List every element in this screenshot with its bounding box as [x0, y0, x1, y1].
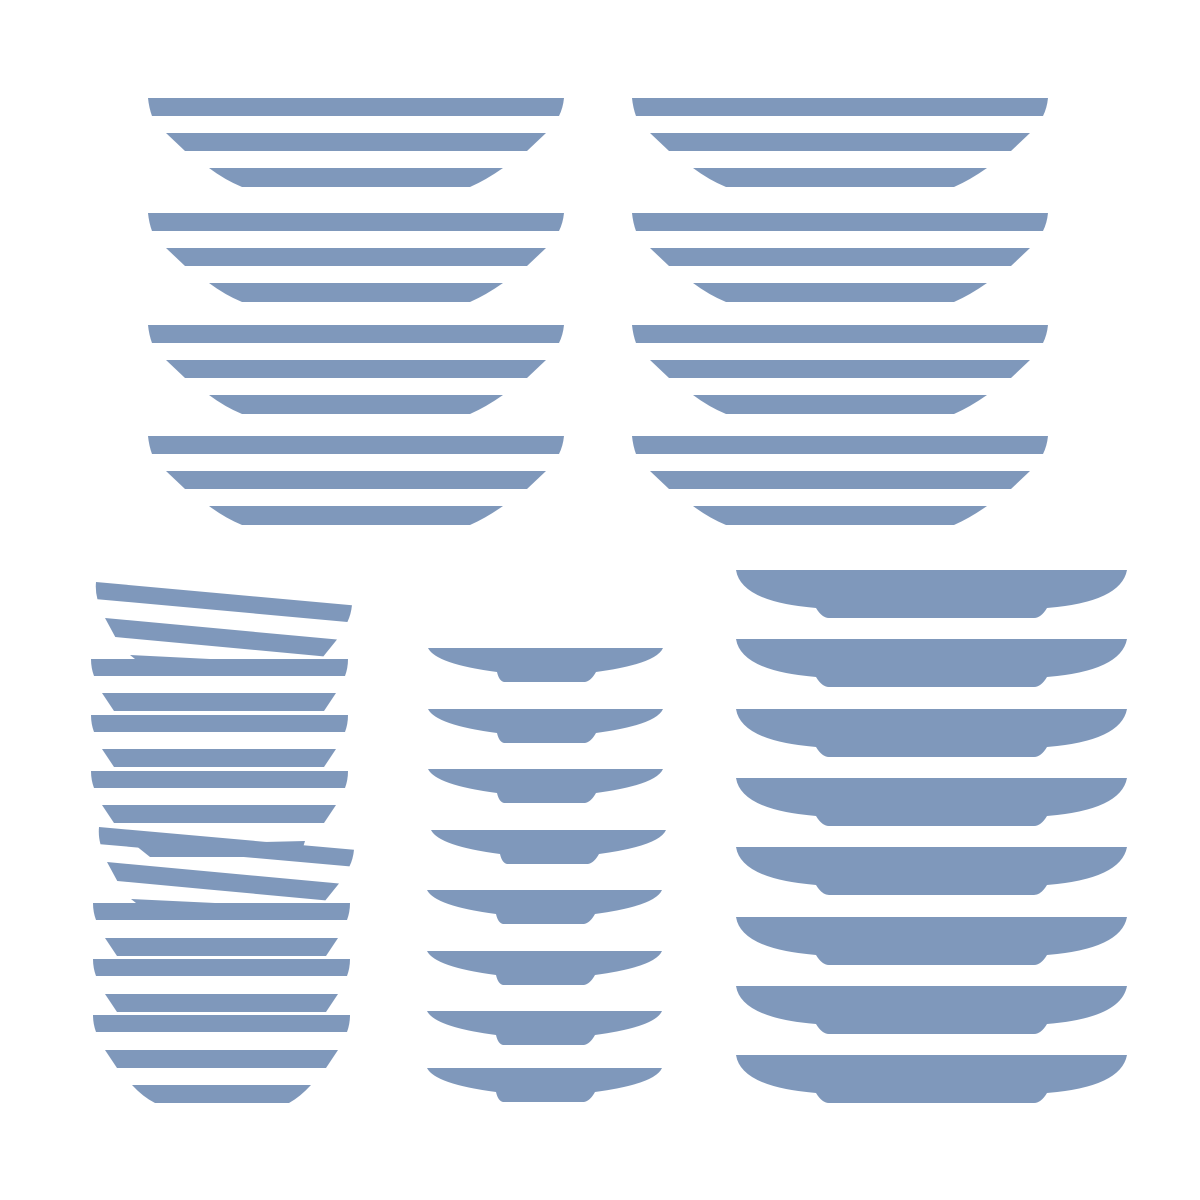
dinner-plate	[736, 986, 1127, 1034]
plate-edge	[131, 899, 215, 903]
bowl-base	[693, 395, 987, 414]
bowl-rim	[632, 98, 1048, 116]
plate-body	[105, 1050, 338, 1068]
plate-body	[105, 994, 338, 1012]
bowl-rim	[148, 436, 564, 454]
saucer-stack-bottom-middle	[427, 648, 666, 1102]
bowl-rim	[148, 98, 564, 116]
bowl-base	[209, 395, 503, 414]
bowl-body	[166, 471, 546, 489]
bowl-body	[650, 248, 1030, 266]
bowl-base	[693, 283, 987, 302]
bowl-body	[650, 360, 1030, 378]
bowl-rim	[632, 436, 1048, 454]
bowl-body	[650, 471, 1030, 489]
bowl-stack-top-right	[632, 98, 1048, 525]
bowl-body	[166, 248, 546, 266]
plate-body	[102, 749, 336, 767]
bowl-base	[209, 506, 503, 525]
saucer	[428, 648, 663, 682]
dinner-plate	[736, 1055, 1127, 1103]
plate-stack-bottom-right	[736, 570, 1127, 1103]
bowl-rim	[148, 213, 564, 231]
plate-body	[102, 693, 336, 711]
dinner-plate	[736, 570, 1127, 618]
plate-rim	[91, 771, 348, 788]
dinner-plate	[736, 709, 1127, 757]
bowl-base	[132, 1085, 311, 1103]
saucer	[427, 1011, 662, 1045]
plate-rim	[93, 903, 350, 920]
plate-rim	[93, 959, 350, 976]
saucer	[428, 709, 663, 743]
bowl-rim	[632, 325, 1048, 343]
saucer	[427, 890, 662, 924]
bowl-base	[693, 506, 987, 525]
bowl-body	[650, 133, 1030, 151]
plate-body	[105, 618, 338, 657]
bowl-base	[693, 168, 987, 187]
bowl-base	[209, 283, 503, 302]
leaning-stack-bottom-left	[91, 582, 354, 1103]
dinner-plate	[736, 778, 1127, 826]
saucer	[431, 830, 666, 864]
bowl-body	[166, 133, 546, 151]
saucer	[427, 951, 662, 985]
plate-rim	[91, 715, 348, 732]
bowl-stack-top-left	[148, 98, 564, 525]
plate-edge	[130, 655, 210, 659]
plate-body	[102, 805, 336, 823]
saucer	[428, 769, 663, 803]
dinner-plate	[736, 917, 1127, 965]
bowl-body	[166, 360, 546, 378]
dinner-plate	[736, 639, 1127, 687]
dinner-plate	[736, 847, 1127, 895]
bowl-base	[209, 168, 503, 187]
bowl-rim	[632, 213, 1048, 231]
plate-body	[107, 862, 340, 901]
saucer	[427, 1068, 662, 1102]
bowl-rim	[148, 325, 564, 343]
plate-rim	[95, 582, 352, 622]
plate-body	[105, 938, 338, 956]
plate-rim	[98, 827, 354, 867]
plate-rim	[91, 659, 348, 676]
plate-rim	[93, 1015, 350, 1032]
